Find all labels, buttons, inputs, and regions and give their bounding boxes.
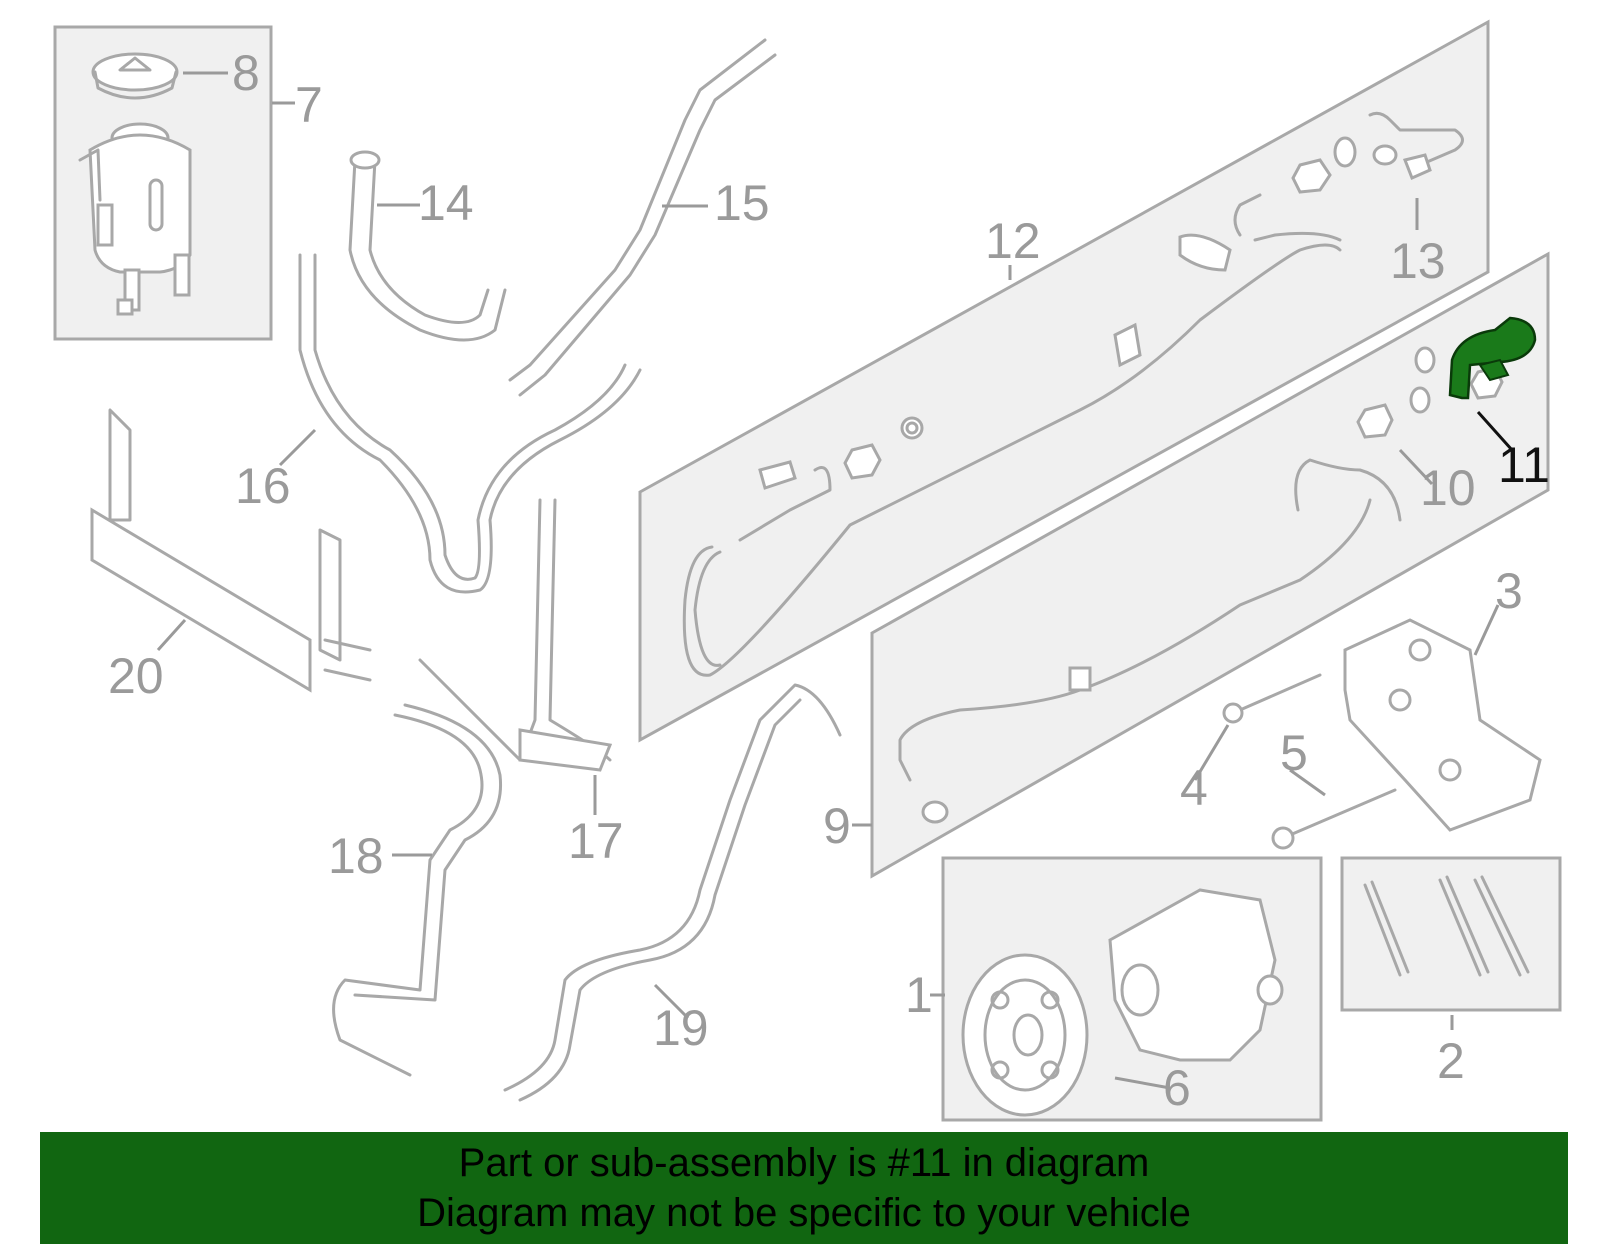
hose-15[interactable] (508, 38, 777, 397)
reservoir-assembly-box (53, 25, 273, 341)
callout-11-highlighted: 11 (1498, 437, 1550, 493)
callout-6: 6 (1163, 1060, 1191, 1116)
callout-17: 17 (568, 813, 624, 869)
callout-9: 9 (823, 798, 851, 854)
callout-14: 14 (418, 175, 474, 231)
callout-19: 19 (653, 1000, 709, 1056)
bracket-3[interactable] (1343, 618, 1542, 832)
callout-20: 20 (108, 648, 164, 704)
callout-5: 5 (1280, 725, 1308, 781)
hose-16[interactable] (298, 253, 642, 594)
leader-lines (156, 71, 1514, 1090)
hose-18[interactable] (332, 703, 503, 1077)
reservoir-cap-drawing[interactable] (91, 52, 179, 100)
banner-line-part-number: Part or sub-assembly is #11 in diagram (458, 1141, 1150, 1185)
bolt-4[interactable] (1222, 673, 1322, 724)
cooler-20[interactable] (90, 408, 372, 693)
callout-4: 4 (1180, 760, 1208, 816)
hose-kit-panel-12 (638, 19, 1490, 743)
callout-12: 12 (985, 213, 1041, 269)
callout-10: 10 (1420, 460, 1476, 516)
callout-16: 16 (235, 458, 291, 514)
callout-2: 2 (1437, 1033, 1465, 1089)
banner-line-disclaimer: Diagram may not be specific to your vehi… (417, 1191, 1191, 1235)
info-banner: Part or sub-assembly is #11 in diagram D… (40, 1132, 1568, 1244)
callout-8: 8 (232, 45, 260, 101)
highlighted-part-11-hose[interactable] (1448, 316, 1537, 400)
pump-assembly-box (941, 856, 1323, 1122)
callout-18: 18 (328, 828, 384, 884)
hose-17[interactable] (418, 498, 613, 772)
bolt-5[interactable] (1271, 788, 1397, 850)
bolts-box (1340, 856, 1562, 1012)
hose-14[interactable] (348, 150, 507, 342)
callout-3: 3 (1495, 563, 1523, 619)
panel-12-parts[interactable] (682, 111, 1464, 677)
callout-7: 7 (295, 77, 323, 133)
panel-9-parts[interactable] (898, 346, 1504, 824)
callout-labels: 1 2 3 4 5 6 7 8 9 10 11 12 13 14 15 16 1… (108, 45, 1550, 1116)
callout-1: 1 (905, 967, 933, 1023)
hose-19[interactable] (503, 683, 842, 1102)
callout-13: 13 (1390, 233, 1446, 289)
reservoir-drawing[interactable] (78, 122, 192, 316)
callout-15: 15 (714, 175, 770, 231)
